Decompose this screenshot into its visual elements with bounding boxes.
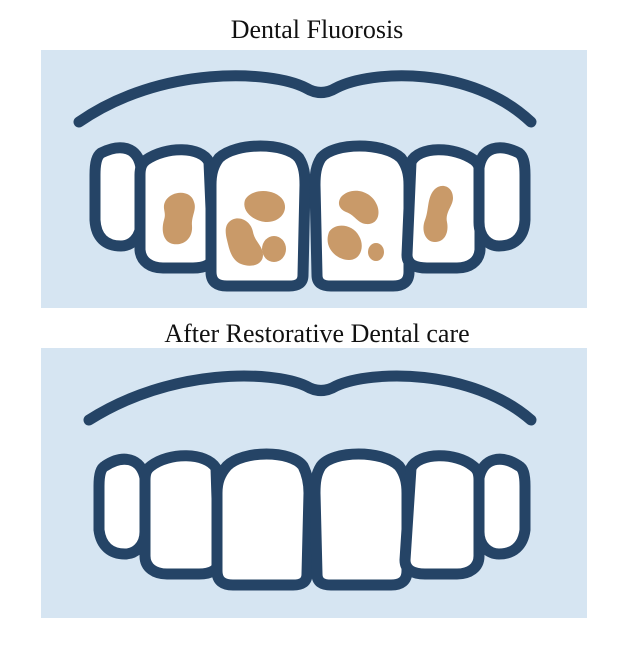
tooth-left-lateral-incisor — [139, 450, 225, 580]
title-dental-fluorosis: Dental Fluorosis — [230, 15, 404, 44]
title-after-restorative-care: After Restorative Dental care — [164, 319, 470, 348]
restored-teeth-icon — [41, 348, 587, 618]
stain-spot — [368, 243, 384, 261]
tooth-left-central-incisor — [211, 448, 315, 591]
tooth-left-canine — [89, 142, 147, 252]
restored-illustration-panel — [41, 348, 587, 618]
tooth-right-canine — [473, 453, 531, 560]
stain-spot — [225, 218, 263, 266]
stain-spot — [162, 192, 195, 245]
gum-line — [83, 370, 537, 426]
stain-spot — [423, 185, 453, 242]
teeth-row — [89, 140, 531, 292]
stain-spot — [262, 236, 286, 262]
tooth-right-lateral-incisor — [399, 450, 485, 580]
tooth-right-central-incisor — [309, 448, 413, 591]
stain-spot — [244, 191, 286, 222]
gum-line — [73, 70, 537, 128]
stain-spot — [327, 225, 362, 260]
fluorosis-stains — [162, 185, 453, 266]
stain-spot — [338, 190, 379, 225]
tooth-left-canine — [93, 453, 151, 560]
tooth-right-canine — [473, 142, 531, 252]
fluorosis-illustration-panel — [41, 50, 587, 308]
teeth-row — [93, 448, 531, 591]
fluorosis-teeth-icon — [41, 50, 587, 308]
